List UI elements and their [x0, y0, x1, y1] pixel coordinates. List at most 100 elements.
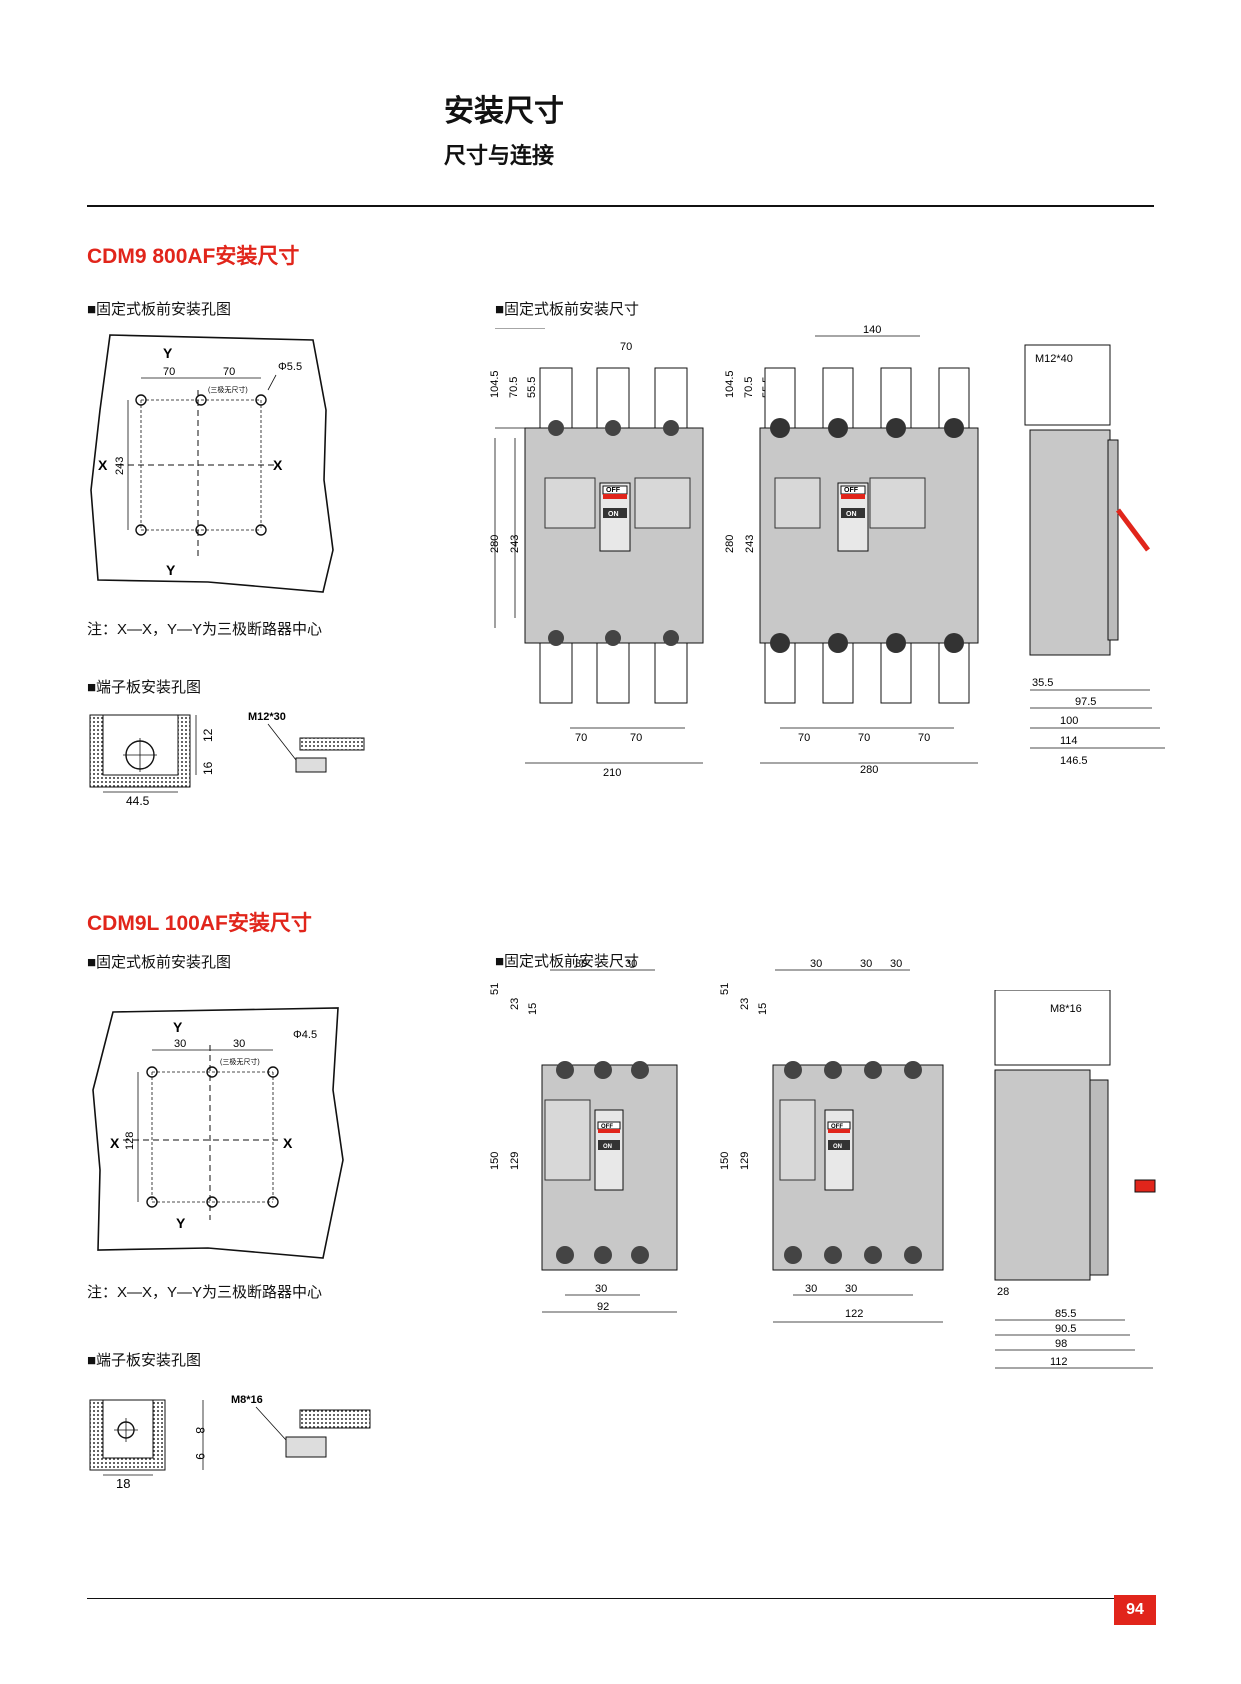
section1-hole-pattern: Y Y X X 70 70 Φ5.5 (三极无尺寸) 243 [90, 334, 334, 593]
page-title: 安装尺寸 [444, 95, 564, 128]
side2-bolt: M8*16 [1050, 1003, 1082, 1015]
section1-terminal-heading: ■端子板安装孔图 [87, 679, 202, 696]
hole2-diameter: Φ4.5 [293, 1029, 317, 1041]
side-d5: 146.5 [1060, 755, 1088, 767]
top-divider [87, 205, 1154, 207]
section1-title: CDM9 800AF安装尺寸 [87, 245, 300, 268]
hole-label-x-right: X [273, 457, 283, 473]
s2-dim-p: 30 [595, 1283, 607, 1295]
hole2-label-x-left: X [110, 1135, 120, 1151]
s2f4-dim-t3: 30 [890, 958, 902, 970]
s2f4-dim-p2: 30 [845, 1283, 857, 1295]
terminal2-bolt: M8*16 [231, 1394, 263, 1406]
s2-dim-v1: 150 [489, 1152, 501, 1170]
hole2-dim-1: 30 [174, 1038, 186, 1050]
hole-dim-vertical: 243 [114, 457, 126, 475]
s2-dim-h3: 15 [527, 1003, 539, 1015]
section1-hole-heading: ■固定式板前安装孔图 [87, 301, 232, 318]
section1-note: 注：X—X，Y—Y为三极断路器中心 [87, 621, 323, 638]
terminal-dim-a: 12 [201, 728, 215, 742]
dim-top: 70 [620, 341, 632, 353]
dim-h3: 55.5 [526, 377, 538, 398]
on4-label: ON [846, 511, 857, 518]
dim4-h2: 70.5 [743, 377, 755, 398]
hole2-label-x-right: X [283, 1135, 293, 1151]
on-label: ON [608, 511, 619, 518]
section1-front-3pole: 104.5 70.5 55.5 280 243 70 OFF ON 70 70 … [489, 328, 704, 778]
dim4-v2: 243 [744, 535, 756, 553]
hole2-three-pole-note: (三极无尺寸) [220, 1057, 260, 1066]
hole-dim-1: 70 [163, 366, 175, 378]
s2-on: ON [603, 1144, 612, 1150]
dim-v1: 280 [489, 535, 501, 553]
hole2-dim-vertical: 128 [124, 1132, 136, 1150]
side2-d5: 112 [1050, 1356, 1068, 1368]
s2f4-dim-width: 122 [845, 1308, 863, 1320]
hole-dim-2: 70 [223, 366, 235, 378]
section2-terminal-heading: ■端子板安装孔图 [87, 1352, 202, 1369]
dim4-width: 280 [860, 764, 878, 776]
s2-dim-t1: 30 [575, 958, 587, 970]
dim-width: 210 [603, 767, 621, 778]
section2-side: M8*16 28 85.5 90.5 98 112 [994, 990, 1156, 1369]
hole2-dim-2: 30 [233, 1038, 245, 1050]
hole-label-x-left: X [98, 457, 108, 473]
hole-label-y-bottom: Y [166, 562, 176, 578]
section2-front-4pole: 30 30 30 51 23 15 150 129 OFF ON 30 30 1… [719, 958, 944, 1323]
s2-dim-h1: 51 [489, 983, 501, 995]
terminal2-dim-a: 8 [193, 1427, 207, 1434]
s2-off: OFF [601, 1124, 613, 1130]
hole-three-pole-note: (三极无尺寸) [208, 385, 248, 394]
off4-label: OFF [844, 487, 859, 494]
s2f4-dim-h1: 51 [719, 983, 731, 995]
side-bolt: M12*40 [1035, 353, 1073, 365]
terminal2-dim-b: 9 [193, 1453, 207, 1460]
terminal-dim-b: 16 [201, 761, 215, 775]
s2f4-dim-t1: 30 [810, 958, 822, 970]
dim-p2: 70 [630, 732, 642, 744]
dim-h1: 104.5 [489, 370, 501, 398]
off-label: OFF [606, 487, 621, 494]
section1-terminal: 44.5 12 16 M12*30 [89, 711, 365, 808]
dim4-top: 140 [863, 324, 881, 336]
hole-label-y-top: Y [163, 345, 173, 361]
s2f4-on: ON [833, 1144, 842, 1150]
s2-dim-width: 92 [597, 1301, 609, 1313]
s2f4-dim-v1: 150 [719, 1152, 731, 1170]
s2f4-dim-p1: 30 [805, 1283, 817, 1295]
side-body [1029, 429, 1111, 656]
side2-d2: 85.5 [1055, 1308, 1076, 1320]
side-d3: 100 [1060, 715, 1078, 727]
dim4-p3: 70 [918, 732, 930, 744]
side2-d4: 98 [1055, 1338, 1067, 1350]
section1-front-4pole: 140 104.5 70.5 55.5 280 243 OFF ON 70 70… [724, 324, 979, 776]
terminal2-width: 18 [116, 1476, 130, 1491]
section2-title: CDM9L 100AF安装尺寸 [87, 912, 312, 935]
terminal-width: 44.5 [126, 794, 150, 808]
section2-hole-pattern: Y Y X X 30 30 Φ4.5 (三极无尺寸) 128 [92, 1007, 344, 1259]
section1-side: M12*40 35.5 97.5 100 114 146.5 [1024, 344, 1165, 767]
hole2-label-y-top: Y [173, 1019, 183, 1035]
side2-body [994, 1069, 1091, 1281]
side-d1: 35.5 [1032, 677, 1053, 689]
terminal-bolt: M12*30 [248, 711, 286, 723]
s2-dim-v2: 129 [509, 1152, 521, 1170]
section2-hole-heading: ■固定式板前安装孔图 [87, 954, 232, 971]
s2-dim-t2: 30 [625, 958, 637, 970]
section2-note: 注：X—X，Y—Y为三极断路器中心 [87, 1284, 323, 1301]
section2-mount-heading: ■固定式板前安装尺寸 [495, 953, 640, 970]
side2-d1: 28 [997, 1286, 1009, 1298]
dim4-h1: 104.5 [724, 370, 736, 398]
section2-front-3pole: 30 30 51 23 15 150 129 OFF ON 30 92 [489, 958, 678, 1313]
section2-terminal: 18 8 9 M8*16 [89, 1394, 371, 1491]
s2-dim-h2: 23 [509, 998, 521, 1010]
dim4-p2: 70 [858, 732, 870, 744]
section1-mount-heading: ■固定式板前安装尺寸 [495, 301, 640, 318]
side-d2: 97.5 [1075, 696, 1096, 708]
hole2-label-y-bottom: Y [176, 1215, 186, 1231]
dim4-p1: 70 [798, 732, 810, 744]
dim-h2: 70.5 [508, 377, 520, 398]
bottom-divider [87, 1598, 1154, 1599]
s2f4-dim-v2: 129 [739, 1152, 751, 1170]
dim-p1: 70 [575, 732, 587, 744]
